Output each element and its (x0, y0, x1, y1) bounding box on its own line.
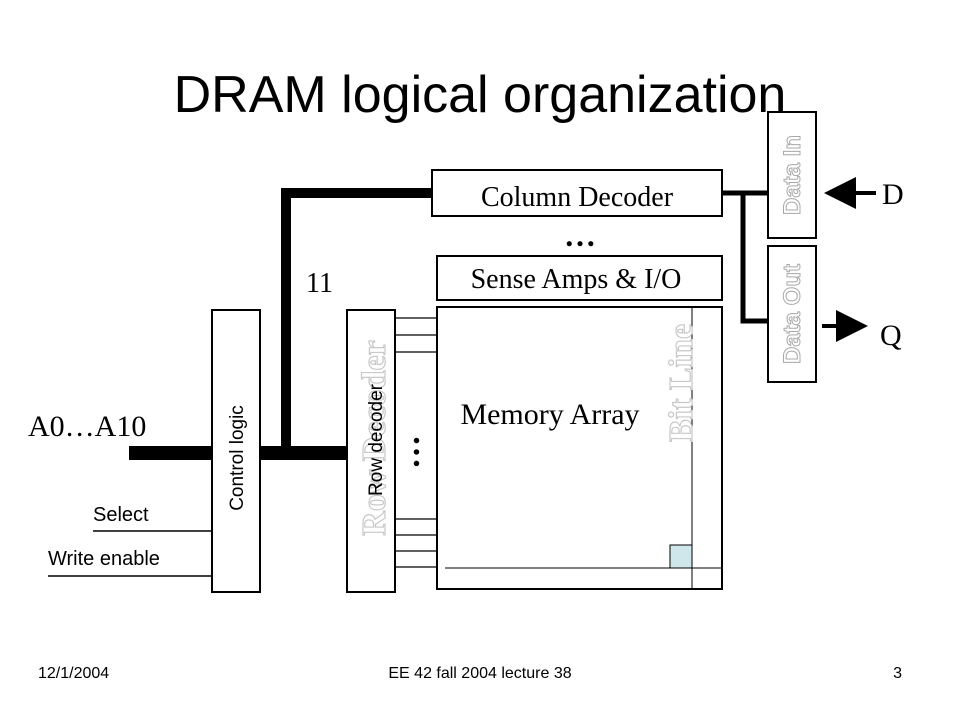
d-pin-label: D (882, 178, 904, 211)
bit-line-watermark: Bit Line (663, 324, 700, 442)
write-enable-label: Write enable (48, 548, 160, 570)
footer-date: 12/1/2004 (38, 665, 109, 682)
row-decoder-label: Row decoder (366, 383, 387, 496)
column-decoder-label: Column Decoder (481, 182, 674, 213)
page-title: DRAM logical organization (174, 66, 787, 124)
column-ellipsis: … (564, 217, 596, 253)
data-in-block: Data In (767, 111, 817, 239)
control-logic-label: Control logic (227, 405, 248, 511)
column-decoder-block: Column Decoder (431, 169, 723, 217)
footer-course: EE 42 fall 2004 lecture 38 (388, 665, 571, 682)
bus-width-label: 11 (306, 268, 333, 299)
address-label: A0…A10 (28, 410, 146, 443)
word-lines (395, 317, 437, 568)
data-out-label: Data Out (779, 264, 806, 364)
sense-amps-block: Sense Amps & I/O (436, 255, 723, 301)
memory-array-label: Memory Array (460, 398, 639, 431)
memory-cell (669, 544, 693, 569)
data-bus (722, 190, 768, 324)
data-in-label: Data In (779, 135, 806, 215)
select-label: Select (93, 504, 149, 526)
row-ellipsis: … (390, 435, 427, 469)
data-out-block: Data Out (767, 245, 817, 383)
control-logic-block: Control logic (211, 309, 261, 593)
memory-array-block: Bit Line Memory Array (436, 306, 723, 590)
q-pin-label: Q (880, 319, 902, 352)
sense-amps-label: Sense Amps & I/O (471, 264, 682, 295)
page-number: 3 (893, 665, 902, 682)
row-decoder-watermark: Row Decoder (356, 340, 393, 535)
row-decoder-block: Row Decoder Row decoder (346, 309, 396, 593)
